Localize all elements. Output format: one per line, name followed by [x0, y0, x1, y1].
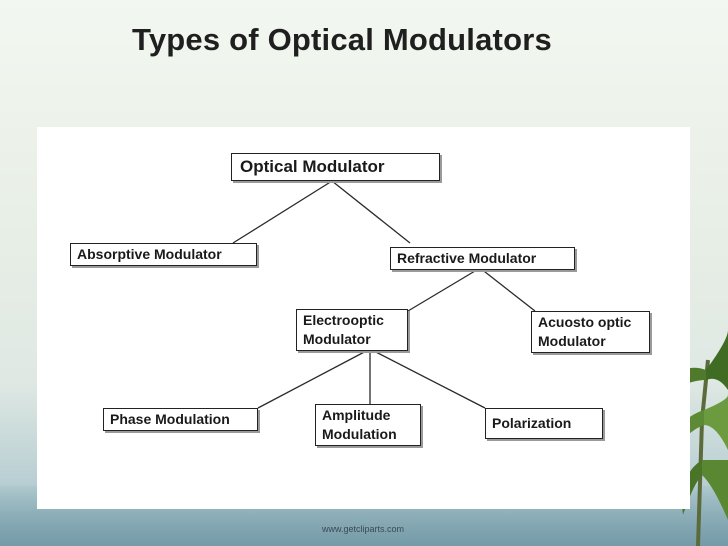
node-label-line2: Modulation — [322, 426, 397, 442]
node-label: Phase Modulation — [110, 411, 230, 427]
connector-root-absorptive — [232, 180, 333, 244]
node-phase-modulation: Phase Modulation — [103, 408, 258, 431]
node-absorptive-modulator: Absorptive Modulator — [70, 243, 257, 266]
connector-electrooptic-polarization — [369, 348, 486, 409]
node-polarization: Polarization — [485, 408, 603, 439]
credit-text: www.getcliparts.com — [322, 524, 405, 534]
node-label-line1: Electrooptic — [303, 312, 384, 328]
slide-title: Types of Optical Modulators — [132, 22, 552, 57]
node-label: Optical Modulator — [240, 157, 385, 176]
connector-refractive-acousto — [479, 267, 536, 312]
diagram-panel: Optical Modulator Absorptive Modulator R… — [37, 127, 690, 509]
node-label: Absorptive Modulator — [77, 246, 222, 262]
node-acousto-optic-modulator: Acuosto optic Modulator — [531, 311, 650, 353]
node-label-line2: Modulator — [303, 331, 371, 347]
connector-refractive-electrooptic — [407, 267, 481, 312]
node-electrooptic-modulator: Electrooptic Modulator — [296, 309, 408, 351]
connector-lines — [232, 180, 536, 409]
node-amplitude-modulation: Amplitude Modulation — [315, 404, 421, 446]
node-label: Polarization — [492, 415, 572, 431]
node-refractive-modulator: Refractive Modulator — [390, 247, 575, 270]
connector-root-refractive — [331, 180, 411, 244]
node-optical-modulator: Optical Modulator — [231, 153, 440, 181]
node-label-line2: Modulator — [538, 333, 606, 349]
node-label-line1: Acuosto optic — [538, 314, 632, 330]
node-label: Refractive Modulator — [397, 250, 537, 266]
connector-electrooptic-phase — [257, 348, 371, 409]
node-label-line1: Amplitude — [322, 407, 391, 423]
